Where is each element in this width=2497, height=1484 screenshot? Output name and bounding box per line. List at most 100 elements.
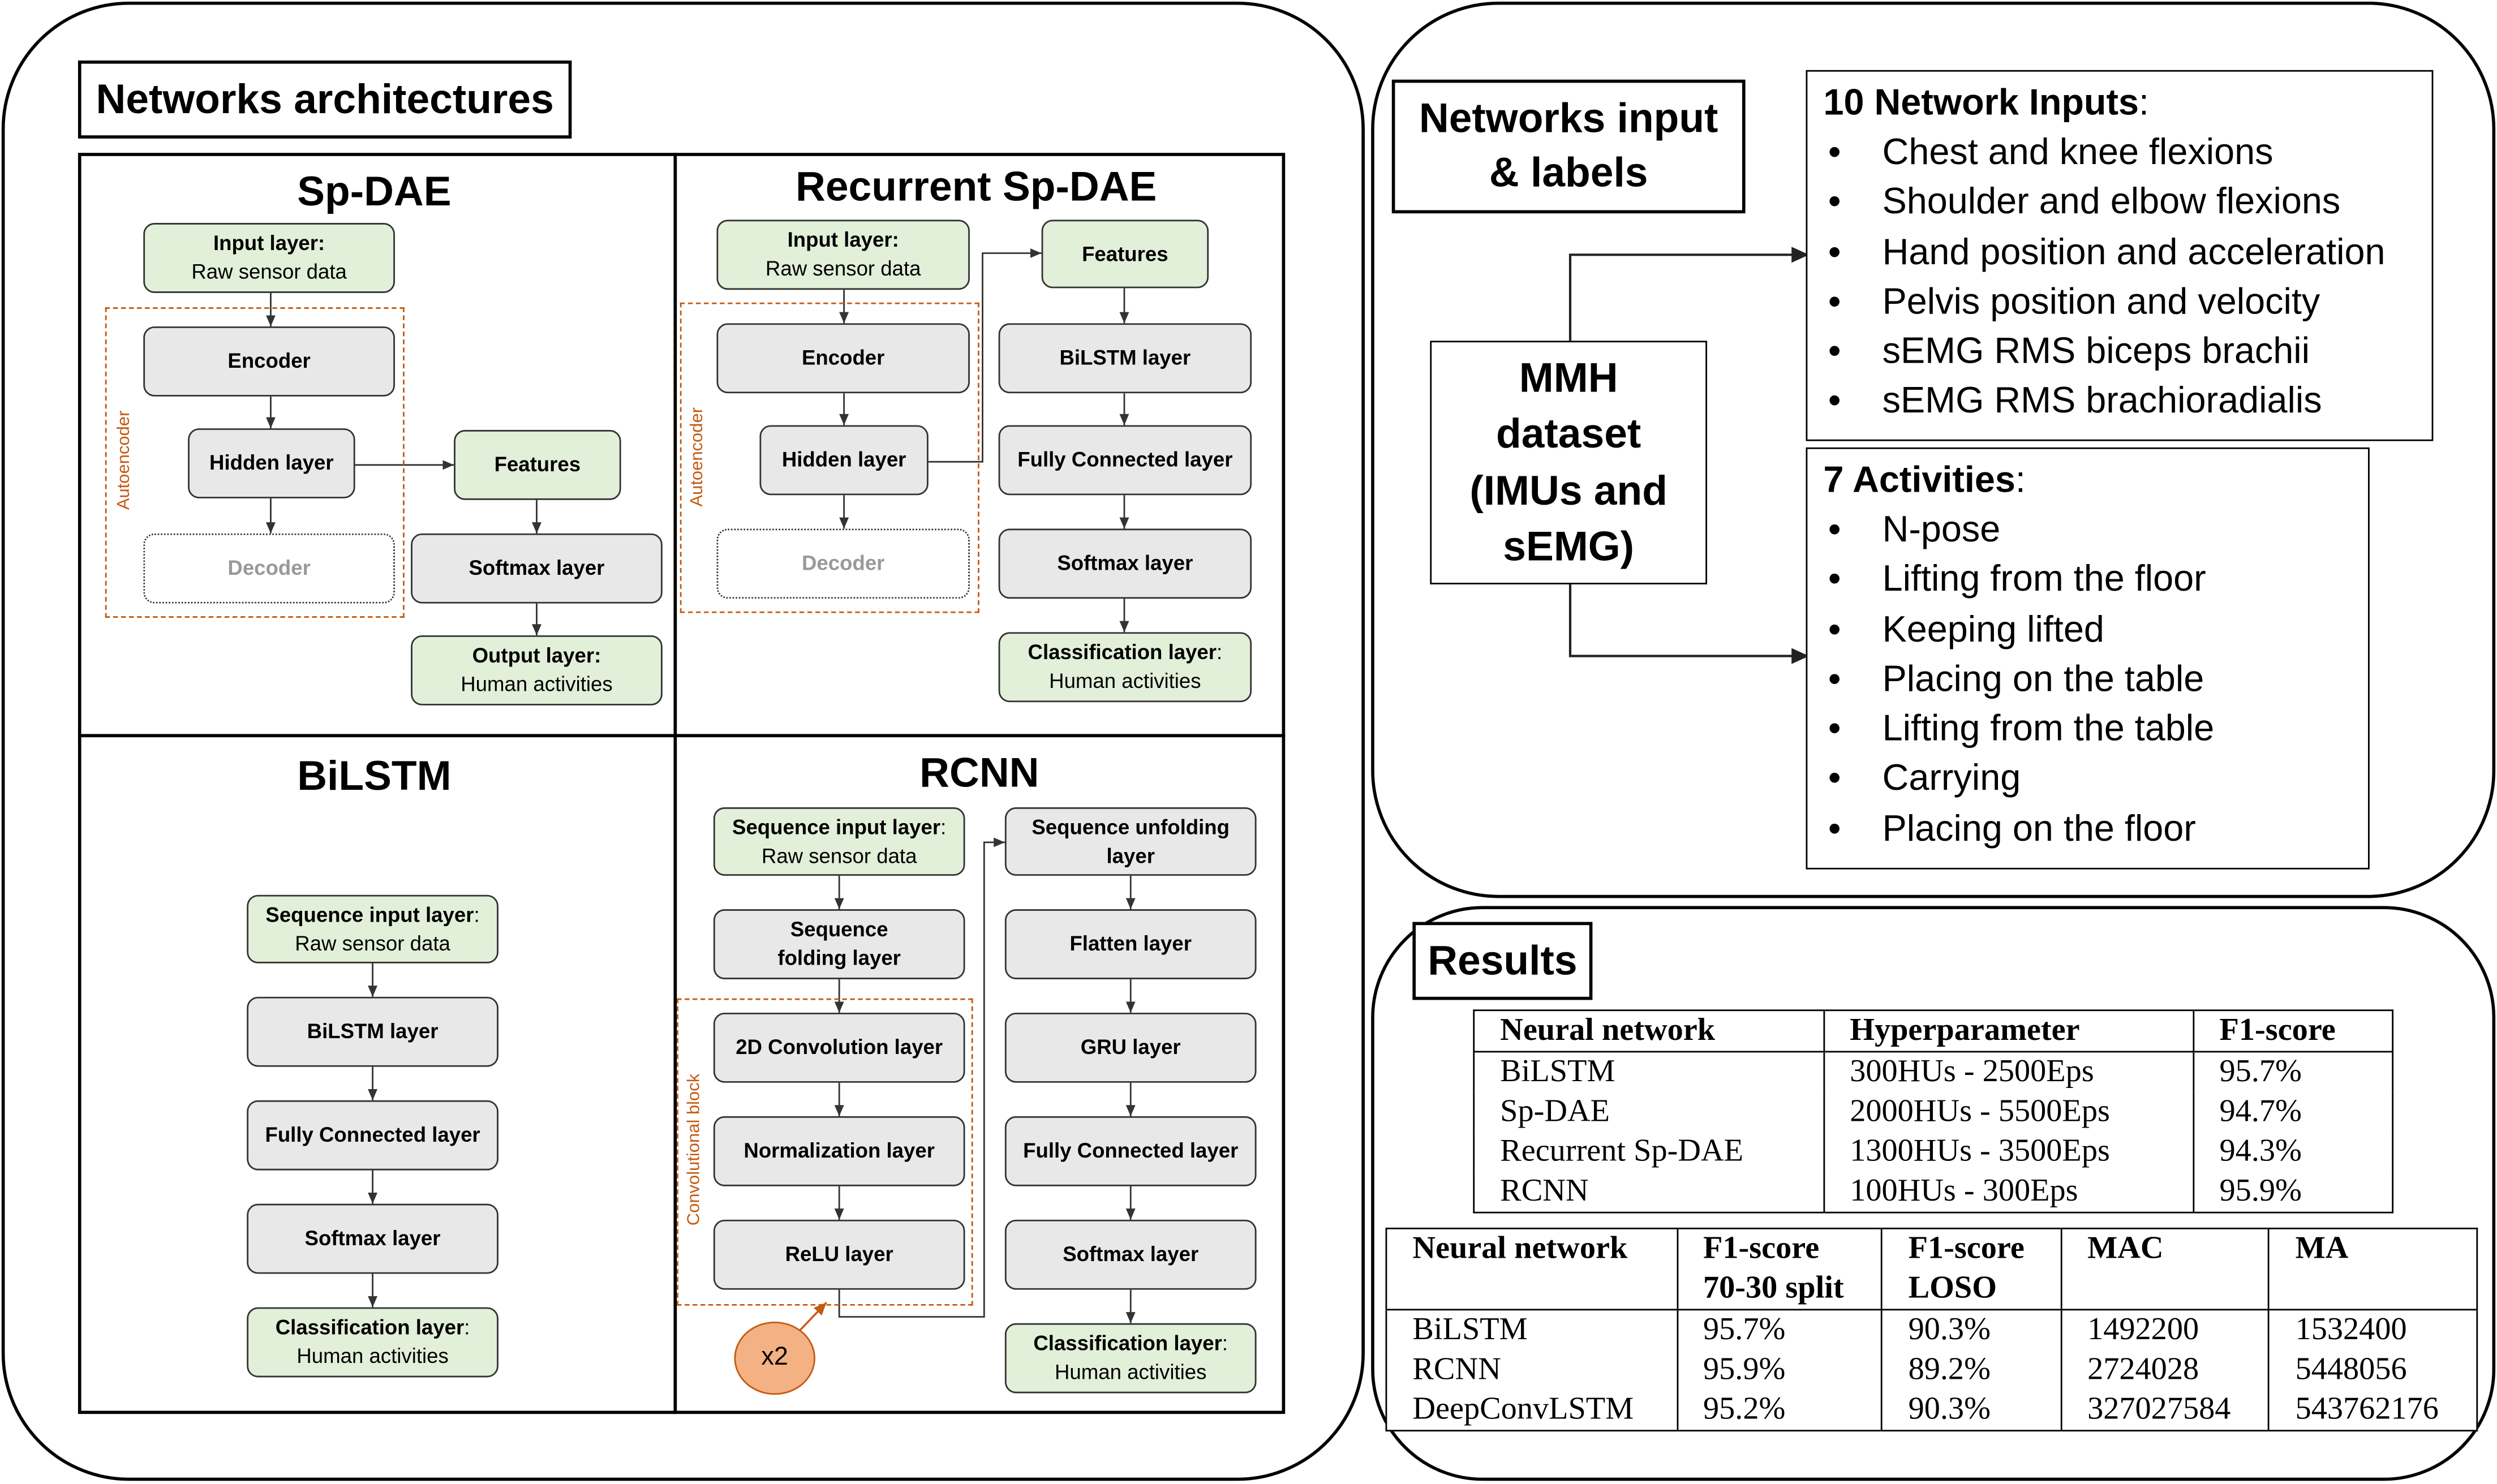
table-cell: 2000HUs - 5500Eps xyxy=(1823,1092,2194,1133)
bilstm-class-sub: Human activities xyxy=(296,1344,449,1368)
rcnn-conv-block-box xyxy=(677,998,973,1306)
recurrent-class-colon: : xyxy=(1217,640,1223,665)
architectures-title: Networks architectures xyxy=(78,60,572,139)
table-cell: 90.3% xyxy=(1881,1390,2061,1431)
recurrent-classification-layer: Classification layer: Human activities xyxy=(998,632,1252,703)
bilstm-title: BiLSTM xyxy=(297,751,452,799)
table-cell: 95.9% xyxy=(1676,1350,1883,1390)
table-cell: BiLSTM xyxy=(1500,1054,1615,1090)
rcnn-sequence-input-layer: Sequence input layer: Raw sensor data xyxy=(713,807,965,876)
recurrent-sp-dae-title: Recurrent Sp-DAE xyxy=(796,162,1157,210)
recurrent-softmax-layer: Softmax layer xyxy=(998,528,1252,599)
list-item: Chest and knee flexions xyxy=(1823,127,2416,178)
rcnn-title: RCNN xyxy=(919,748,1039,797)
list-item: Keeping lifted xyxy=(1823,604,2352,655)
list-item: N-pose xyxy=(1823,505,2352,555)
network-inputs-heading-colon: : xyxy=(2139,81,2150,123)
recurrent-hidden-layer: Hidden layer xyxy=(759,425,929,496)
sp-dae-softmax: Softmax layer xyxy=(411,533,663,604)
header-line: MAC xyxy=(2087,1231,2164,1266)
sp-dae-input-title: Input layer: xyxy=(213,231,325,256)
sp-dae-title: Sp-DAE xyxy=(297,167,452,215)
table-row: DeepConvLSTM 95.2% 90.3% 327027584 54376… xyxy=(1386,1390,2477,1431)
bilstm-seq-input-title: Sequence input layer xyxy=(265,902,474,927)
list-item: sEMG RMS biceps brachii xyxy=(1823,326,2416,377)
table-cell: 89.2% xyxy=(1881,1350,2061,1390)
list-item: Hand position and acceleration xyxy=(1823,227,2416,277)
recurrent-autoencoder-label: Autoencoder xyxy=(687,407,707,507)
table-cell: 5448056 xyxy=(2268,1350,2477,1390)
rcnn-sequence-folding-layer: Sequence folding layer xyxy=(713,909,965,979)
table-cell: 95.2% xyxy=(1676,1390,1883,1431)
activities-heading-bold: 7 Activities xyxy=(1823,458,2015,500)
table-header-cell: F1-score xyxy=(2192,1010,2393,1053)
activities-list: N-pose Lifting from the floor Keeping li… xyxy=(1823,505,2352,854)
table-cell: DeepConvLSTM xyxy=(1412,1391,1634,1427)
sp-dae-decoder: Decoder xyxy=(143,533,395,604)
table-cell: 94.7% xyxy=(2192,1092,2393,1133)
table-cell: 94.3% xyxy=(2192,1132,2393,1172)
table-header-row: Neural network Hyperparameter F1-score xyxy=(1473,1010,2393,1053)
table-header-cell: MA xyxy=(2268,1228,2477,1311)
table-cell: RCNN xyxy=(1500,1173,1589,1209)
table-cell: 95.7% xyxy=(1676,1309,1883,1350)
table-header-cell: F1-score 70-30 split xyxy=(1676,1228,1883,1311)
bilstm-fc-layer: Fully Connected layer xyxy=(247,1100,498,1171)
table-row: RCNN 95.9% 89.2% 2724028 5448056 xyxy=(1386,1350,2477,1390)
rcnn-class-sub: Human activities xyxy=(1055,1360,1207,1384)
sp-dae-output-layer: Output layer: Human activities xyxy=(411,635,663,706)
rcnn-seq-input-sub: Raw sensor data xyxy=(761,843,917,867)
rcnn-fc-layer: Fully Connected layer xyxy=(1004,1116,1257,1186)
recurrent-fc-layer: Fully Connected layer xyxy=(998,425,1252,496)
table-row: RCNN 100HUs - 300Eps 95.9% xyxy=(1474,1172,2393,1213)
bilstm-sequence-input-layer: Sequence input layer: Raw sensor data xyxy=(247,894,498,963)
recurrent-bilstm-layer: BiLSTM layer xyxy=(998,323,1252,394)
rcnn-gru-layer: GRU layer xyxy=(1004,1012,1257,1083)
rcnn-softmax-layer: Softmax layer xyxy=(1004,1219,1257,1290)
header-line: 70-30 split xyxy=(1703,1270,1844,1306)
table-cell: Recurrent Sp-DAE xyxy=(1500,1133,1744,1169)
rcnn-normalization-layer: Normalization layer xyxy=(713,1116,965,1186)
table-cell: 1492200 xyxy=(2060,1309,2270,1350)
sp-dae-features: Features xyxy=(454,429,621,500)
network-inputs-heading: 10 Network Inputs: xyxy=(1823,81,2416,124)
mmh-dataset-box: MMH dataset (IMUs and sEMG) xyxy=(1430,341,1708,584)
sp-dae-output-sub: Human activities xyxy=(461,672,613,696)
recurrent-autoencoder-box xyxy=(680,302,979,613)
rcnn-sequence-unfolding-layer: Sequence unfolding layer xyxy=(1004,807,1257,876)
table-header-cell: Neural network xyxy=(1386,1228,1677,1311)
table-cell: 100HUs - 300Eps xyxy=(1823,1172,2194,1213)
table-cell: 327027584 xyxy=(2060,1390,2270,1431)
bilstm-class-colon: : xyxy=(464,1315,470,1340)
table-cell: 543762176 xyxy=(2268,1390,2477,1431)
activities-heading: 7 Activities: xyxy=(1823,459,2352,502)
rcnn-conv-block-label: Convolutional block xyxy=(685,1073,704,1226)
network-inputs-heading-bold: 10 Network Inputs xyxy=(1823,81,2139,123)
recurrent-features: Features xyxy=(1041,220,1209,289)
table-cell: 95.9% xyxy=(2192,1172,2393,1213)
recurrent-class-title: Classification layer xyxy=(1028,640,1217,665)
bilstm-seq-input-sub: Raw sensor data xyxy=(295,931,450,955)
table-row: Recurrent Sp-DAE 1300HUs - 3500Eps 94.3% xyxy=(1474,1132,2393,1172)
bilstm-seq-input-colon: : xyxy=(474,902,480,927)
recurrent-decoder: Decoder xyxy=(716,528,970,599)
list-item: Placing on the floor xyxy=(1823,804,2352,854)
table-cell: 300HUs - 2500Eps xyxy=(1823,1051,2194,1092)
recurrent-encoder: Encoder xyxy=(716,323,970,394)
table-header-cell: MAC xyxy=(2060,1228,2270,1311)
header-line: Neural network xyxy=(1412,1231,1628,1266)
table-cell: 2724028 xyxy=(2060,1350,2270,1390)
table-cell: 1300HUs - 3500Eps xyxy=(1823,1132,2194,1172)
recurrent-input-title: Input layer: xyxy=(787,228,899,252)
header-line: F1-score xyxy=(1703,1231,1820,1266)
network-inputs-list: Chest and knee flexions Shoulder and elb… xyxy=(1823,127,2416,427)
network-inputs-box: 10 Network Inputs: Chest and knee flexio… xyxy=(1806,70,2434,441)
recurrent-input-sub: Raw sensor data xyxy=(765,256,921,281)
header-line: F1-score xyxy=(1908,1231,2025,1266)
table-header-row: Neural network F1-score 70-30 split F1-sc… xyxy=(1386,1228,2477,1311)
rcnn-repeat-badge: x2 xyxy=(734,1321,815,1395)
sp-dae-autoencoder-box xyxy=(105,307,405,618)
